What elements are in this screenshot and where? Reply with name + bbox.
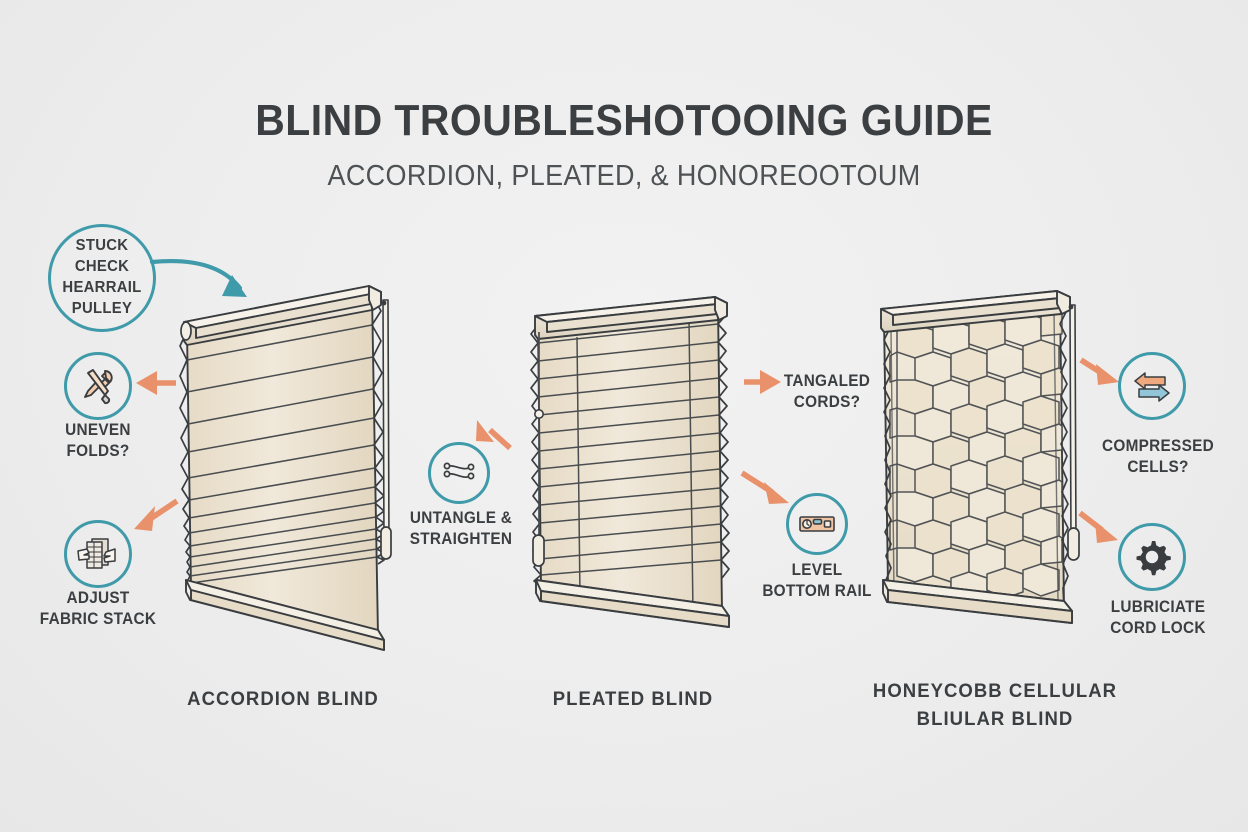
annotation-icon-uneven-folds[interactable] (64, 352, 132, 420)
annotation-label-level-bottom-rail: LEVEL BOTTOM RAIL (762, 561, 872, 601)
caption-accordion-blind: ACCORDION BLIND (187, 688, 379, 710)
arrow-tangaled-cords (744, 370, 781, 394)
arrow-untangle-straighten (476, 420, 512, 451)
caption-pleated-blind: PLEATED BLIND (552, 688, 714, 710)
annotation-label-uneven-folds: UNEVEN FOLDS? (65, 421, 131, 461)
annotation-icon-level-bottom-rail[interactable] (786, 493, 848, 555)
tangled-cords-icon (443, 462, 475, 480)
caption-honeycomb-blind: HONEYCOBB CELLULAR BLIULAR BLIND (872, 680, 1118, 730)
annotation-stuck-check-headrail-pulley[interactable]: STUCK CHECK HEARRAIL PULLEY (48, 224, 156, 332)
annotation-icon-lubricate-cord-lock[interactable] (1118, 523, 1186, 591)
page-title: BLIND TROUBLESHOTOOING GUIDE (255, 96, 993, 145)
spirit-level-icon (799, 516, 835, 532)
arrow-level-bottom-rail (740, 470, 789, 504)
pleated-blind-illustration (530, 296, 730, 628)
annotation-icon-untangle-straighten[interactable] (428, 442, 490, 504)
annotation-label-tangaled-cords: TANGALED CORDS? (783, 372, 871, 412)
annotation-label-lubricate-cord-lock: LUBRICIATE CORD LOCK (1110, 598, 1206, 638)
arrow-lubricate-cord-lock (1078, 510, 1118, 543)
annotation-label-untangle-straighten: UNTANGLE & STRAIGHTEN (409, 509, 513, 549)
two-way-arrows-icon (1134, 372, 1170, 402)
annotation-label-adjust-fabric-stack: ADJUST FABRIC STACK (39, 589, 157, 629)
annotation-label: STUCK CHECK HEARRAIL PULLEY (62, 237, 142, 317)
arrow-adjust-fabric-stack (134, 498, 179, 531)
honeycomb-blind-illustration (880, 290, 1080, 624)
wrench-screwdriver-icon (84, 369, 113, 405)
arrow-uneven-folds (136, 371, 176, 395)
annotation-icon-compressed-cells[interactable] (1118, 352, 1186, 420)
hand-fabric-icon (77, 538, 116, 569)
arrow-stuck-to-headrail (149, 259, 247, 297)
annotation-label-compressed-cells: COMPRESSED CELLS? (1102, 437, 1214, 477)
gear-icon (1136, 541, 1171, 576)
arrow-compressed-cells (1079, 357, 1119, 385)
annotation-icon-adjust-fabric-stack[interactable] (64, 520, 132, 588)
page-subtitle: ACCORDION, PLEATED, & HONOREOOTOUM (327, 160, 921, 192)
accordion-blind-illustration (179, 285, 392, 651)
